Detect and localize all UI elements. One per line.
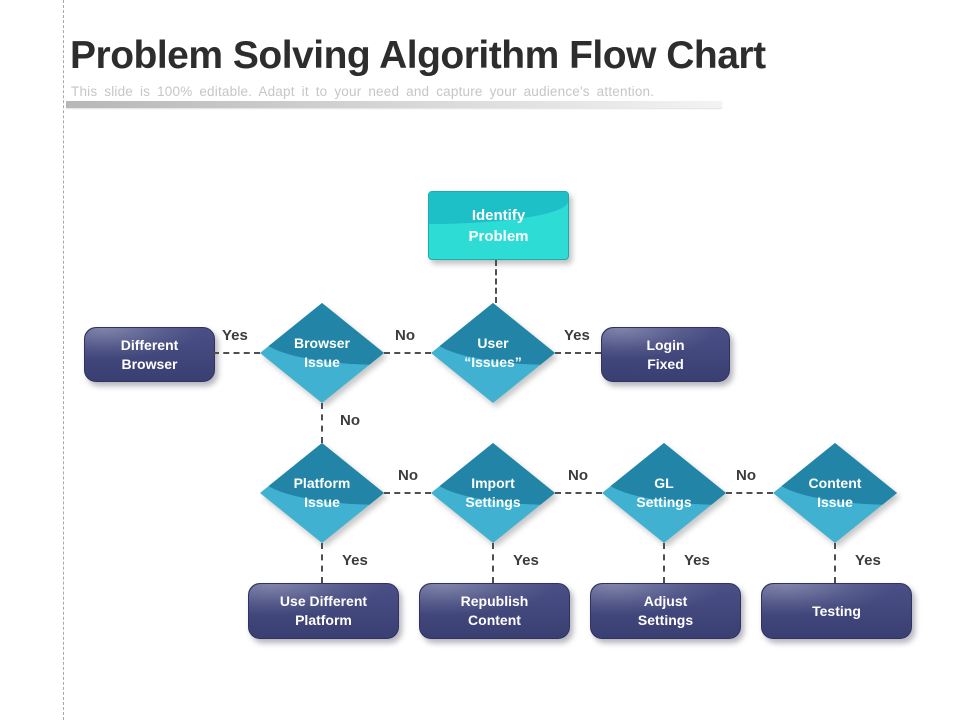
node-label: Different — [120, 336, 179, 353]
connector-content-issue-to-gl-settings — [726, 492, 773, 494]
connector-gl-settings-to-import-settings — [555, 492, 602, 494]
node-label: Fixed — [647, 355, 684, 372]
node-label: Issue — [817, 494, 853, 510]
node-label: Problem — [468, 227, 529, 245]
node-label: Settings — [637, 612, 694, 628]
page-title: Problem Solving Algorithm Flow Chart — [70, 34, 766, 77]
node-republish-content: Republish Content — [419, 583, 570, 639]
connector-label-no: No — [568, 467, 588, 484]
node-label: Browser — [293, 335, 351, 351]
connector-import-settings-to-republish-content — [492, 543, 494, 583]
node-label: Settings — [465, 494, 521, 510]
node-import-settings: Import Settings — [431, 443, 555, 543]
node-login-fixed: Login Fixed — [601, 327, 730, 382]
node-label: Use Different — [279, 593, 368, 609]
node-label: User — [477, 335, 509, 351]
connector-user-issues-to-login-fixed — [555, 352, 601, 354]
connector-label-no: No — [398, 467, 418, 484]
node-label: Testing — [812, 602, 861, 619]
connector-label-yes: Yes — [513, 552, 539, 569]
node-label: Content — [808, 475, 862, 491]
node-label: Identify — [471, 206, 526, 224]
title-underline-bar — [66, 101, 722, 108]
slide-left-dashed-border — [63, 0, 64, 720]
node-label: Issue — [304, 354, 340, 370]
node-label: Login — [646, 336, 685, 353]
node-label: Platform — [293, 475, 351, 491]
connector-label-yes: Yes — [684, 552, 710, 569]
node-label: Adjust — [643, 593, 688, 609]
node-label: “Issues” — [464, 354, 522, 370]
node-label: Content — [468, 612, 521, 628]
node-browser-issue: Browser Issue — [260, 303, 384, 403]
connector-label-yes: Yes — [564, 327, 590, 344]
connector-label-yes: Yes — [222, 327, 248, 344]
connector-user-issues-to-browser-issue — [384, 352, 431, 354]
connector-browser-issue-to-different-browser — [213, 352, 260, 354]
node-label: Browser — [121, 355, 178, 372]
connector-gl-settings-to-adjust-settings — [663, 543, 665, 583]
connector-content-issue-to-testing — [834, 543, 836, 583]
node-different-browser: Different Browser — [84, 327, 215, 382]
connector-identify-to-user-issues — [495, 260, 497, 303]
node-content-issue: Content Issue — [773, 443, 897, 543]
node-label: Issue — [304, 494, 340, 510]
connector-label-yes: Yes — [855, 552, 881, 569]
node-gl-settings: GL Settings — [602, 443, 726, 543]
connector-label-no: No — [395, 327, 415, 344]
node-label: GL — [654, 475, 674, 491]
node-testing: Testing — [761, 583, 912, 639]
connector-platform-issue-to-use-different-platform — [321, 543, 323, 583]
node-identify-problem: Identify Problem — [428, 191, 569, 260]
node-platform-issue: Platform Issue — [260, 443, 384, 543]
node-label: Settings — [636, 494, 692, 510]
node-label: Republish — [460, 593, 529, 609]
node-use-different-platform: Use Different Platform — [248, 583, 399, 639]
node-adjust-settings: Adjust Settings — [590, 583, 741, 639]
connector-browser-issue-to-platform-issue — [321, 403, 323, 443]
connector-label-no: No — [340, 412, 360, 429]
page-subtitle: This slide is 100% editable. Adapt it to… — [71, 84, 655, 99]
connector-import-settings-to-platform-issue — [384, 492, 431, 494]
connector-label-yes: Yes — [342, 552, 368, 569]
node-label: Platform — [295, 612, 352, 628]
connector-label-no: No — [736, 467, 756, 484]
node-label: Import — [471, 475, 515, 491]
node-user-issues: User “Issues” — [431, 303, 555, 403]
